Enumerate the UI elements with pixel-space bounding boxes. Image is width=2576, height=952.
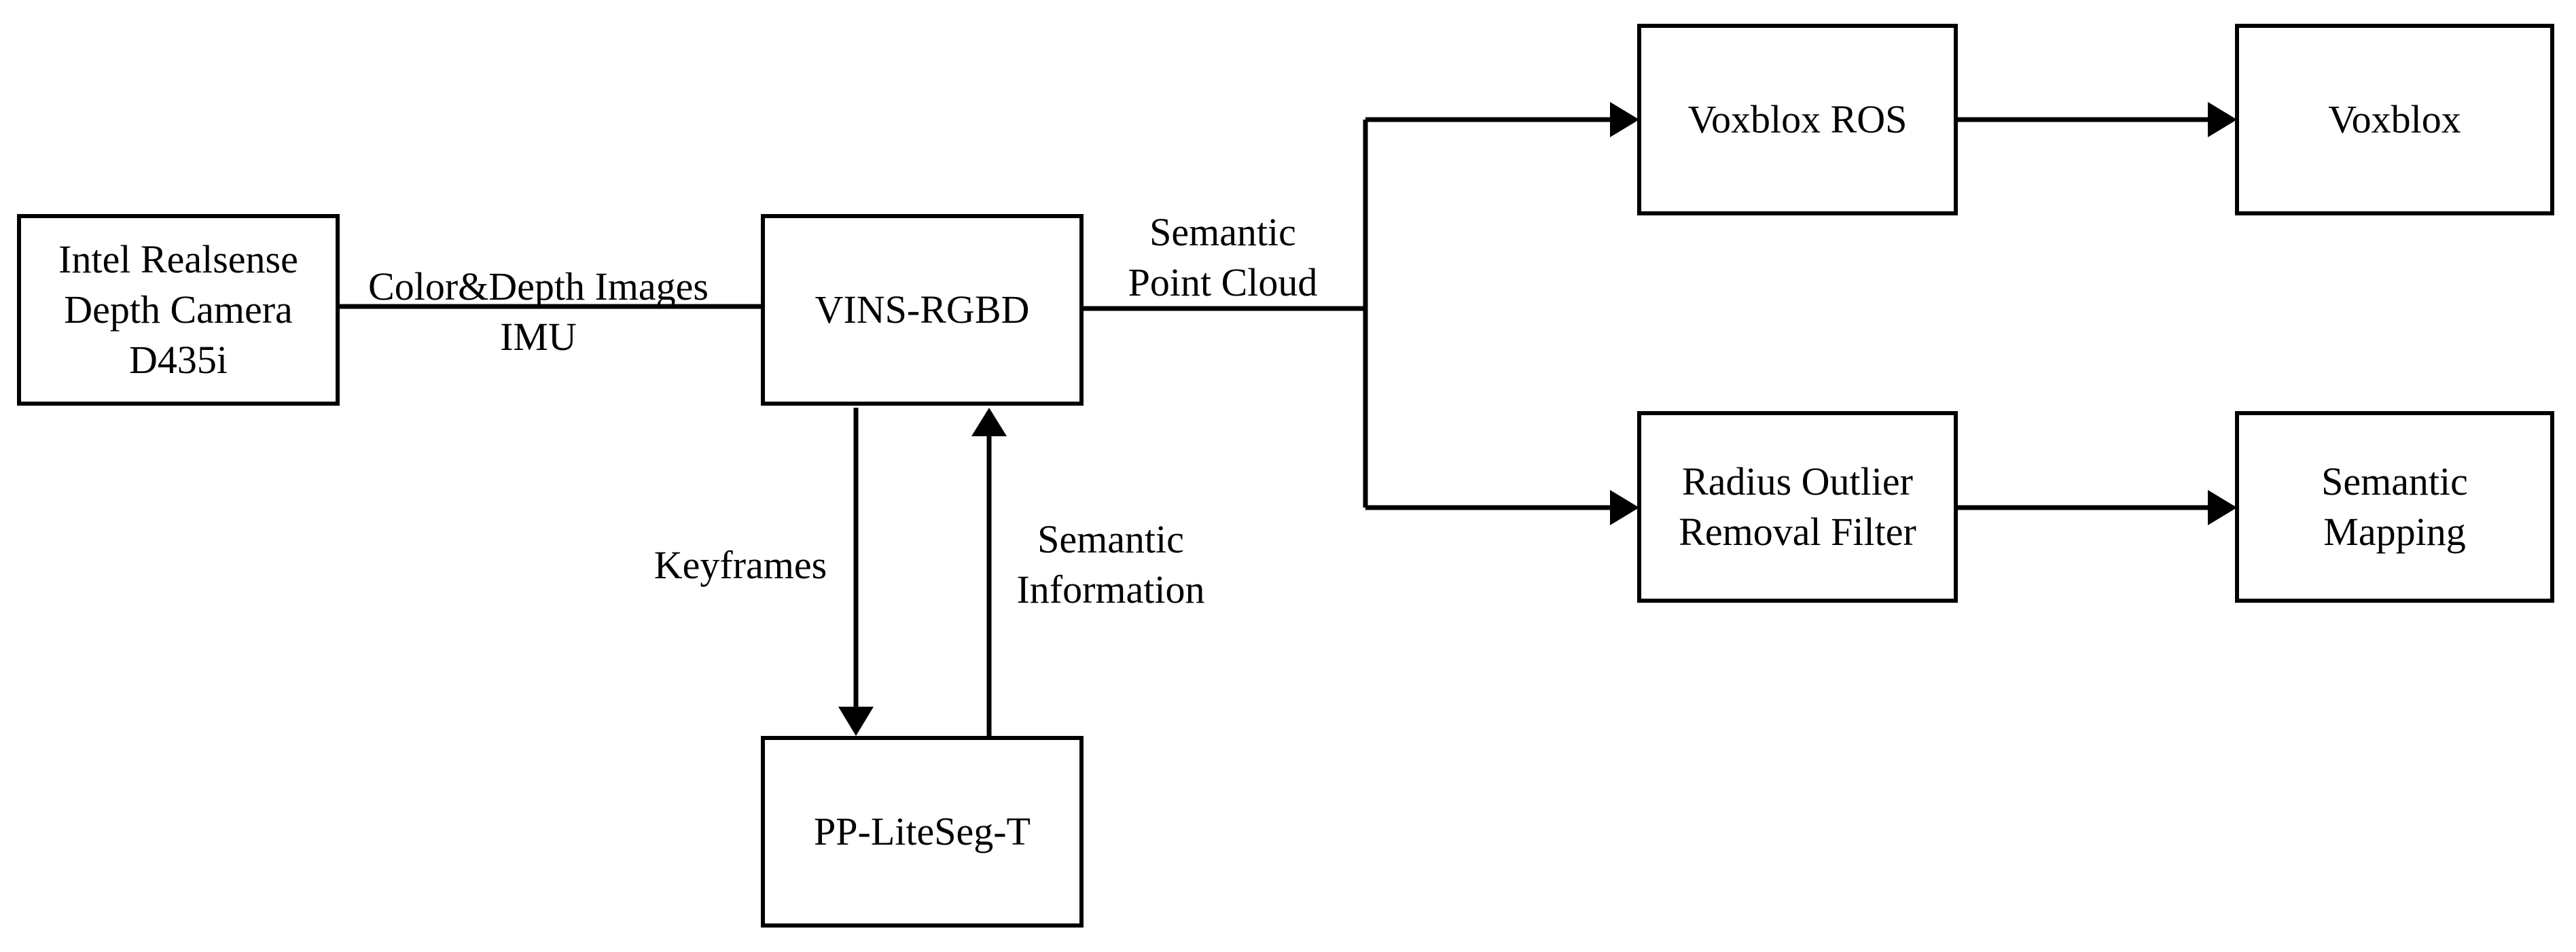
node-radius-filter-line-2: Removal Filter	[1679, 510, 1916, 554]
edge-label-semantic-information: Semantic Information	[992, 514, 1230, 615]
node-camera-line-1: Intel Realsense	[58, 237, 298, 281]
node-camera-line-2: Depth Camera	[64, 287, 293, 332]
arrowhead-split-to-radius-filter	[1610, 490, 1639, 525]
node-camera-line-3: D435i	[129, 338, 228, 382]
node-voxblox-ros-label: Voxblox ROS	[1687, 97, 1908, 141]
arrowhead-split-to-voxblox-ros	[1610, 102, 1639, 137]
edge-label-camera-to-vins-line-2: IMU	[500, 315, 577, 359]
node-ppliteseg: PP-LiteSeg-T	[761, 736, 1084, 928]
edge-label-semantic-point-cloud: Semantic Point Cloud	[1087, 207, 1359, 308]
node-radius-filter: Radius Outlier Removal Filter	[1637, 411, 1958, 603]
edge-label-semantic-information-line-1: Semantic	[1037, 517, 1184, 561]
arrowhead-voxblox-ros-to-voxblox	[2208, 102, 2237, 137]
node-voxblox-label: Voxblox	[2328, 97, 2461, 141]
node-ppliteseg-label: PP-LiteSeg-T	[814, 809, 1031, 853]
edge-label-semantic-point-cloud-line-1: Semantic	[1149, 210, 1296, 254]
node-semantic-mapping-line-2: Mapping	[2323, 510, 2466, 554]
edge-label-camera-to-vins: Color&Depth Images IMU	[336, 262, 740, 362]
arrowhead-radius-filter-to-semantic-mapping	[2208, 490, 2237, 525]
edge-label-keyframes-line-1: Keyframes	[654, 543, 827, 587]
edge-label-camera-to-vins-line-1: Color&Depth Images	[368, 264, 709, 308]
node-camera: Intel Realsense Depth Camera D435i	[17, 214, 340, 406]
node-voxblox-ros: Voxblox ROS	[1637, 24, 1958, 215]
node-vins-rgbd-label: VINS-RGBD	[815, 287, 1030, 332]
node-radius-filter-line-1: Radius Outlier	[1682, 459, 1913, 504]
node-voxblox: Voxblox	[2235, 24, 2554, 215]
arrowhead-vins-to-ppliteseg	[838, 707, 874, 736]
edge-label-semantic-information-line-2: Information	[1016, 567, 1205, 612]
edge-label-semantic-point-cloud-line-2: Point Cloud	[1128, 260, 1318, 304]
node-semantic-mapping: Semantic Mapping	[2235, 411, 2554, 603]
arrowhead-ppliteseg-to-vins	[971, 408, 1007, 436]
node-vins-rgbd: VINS-RGBD	[761, 214, 1084, 406]
node-semantic-mapping-line-1: Semantic	[2321, 459, 2468, 504]
edge-label-keyframes: Keyframes	[639, 540, 842, 590]
